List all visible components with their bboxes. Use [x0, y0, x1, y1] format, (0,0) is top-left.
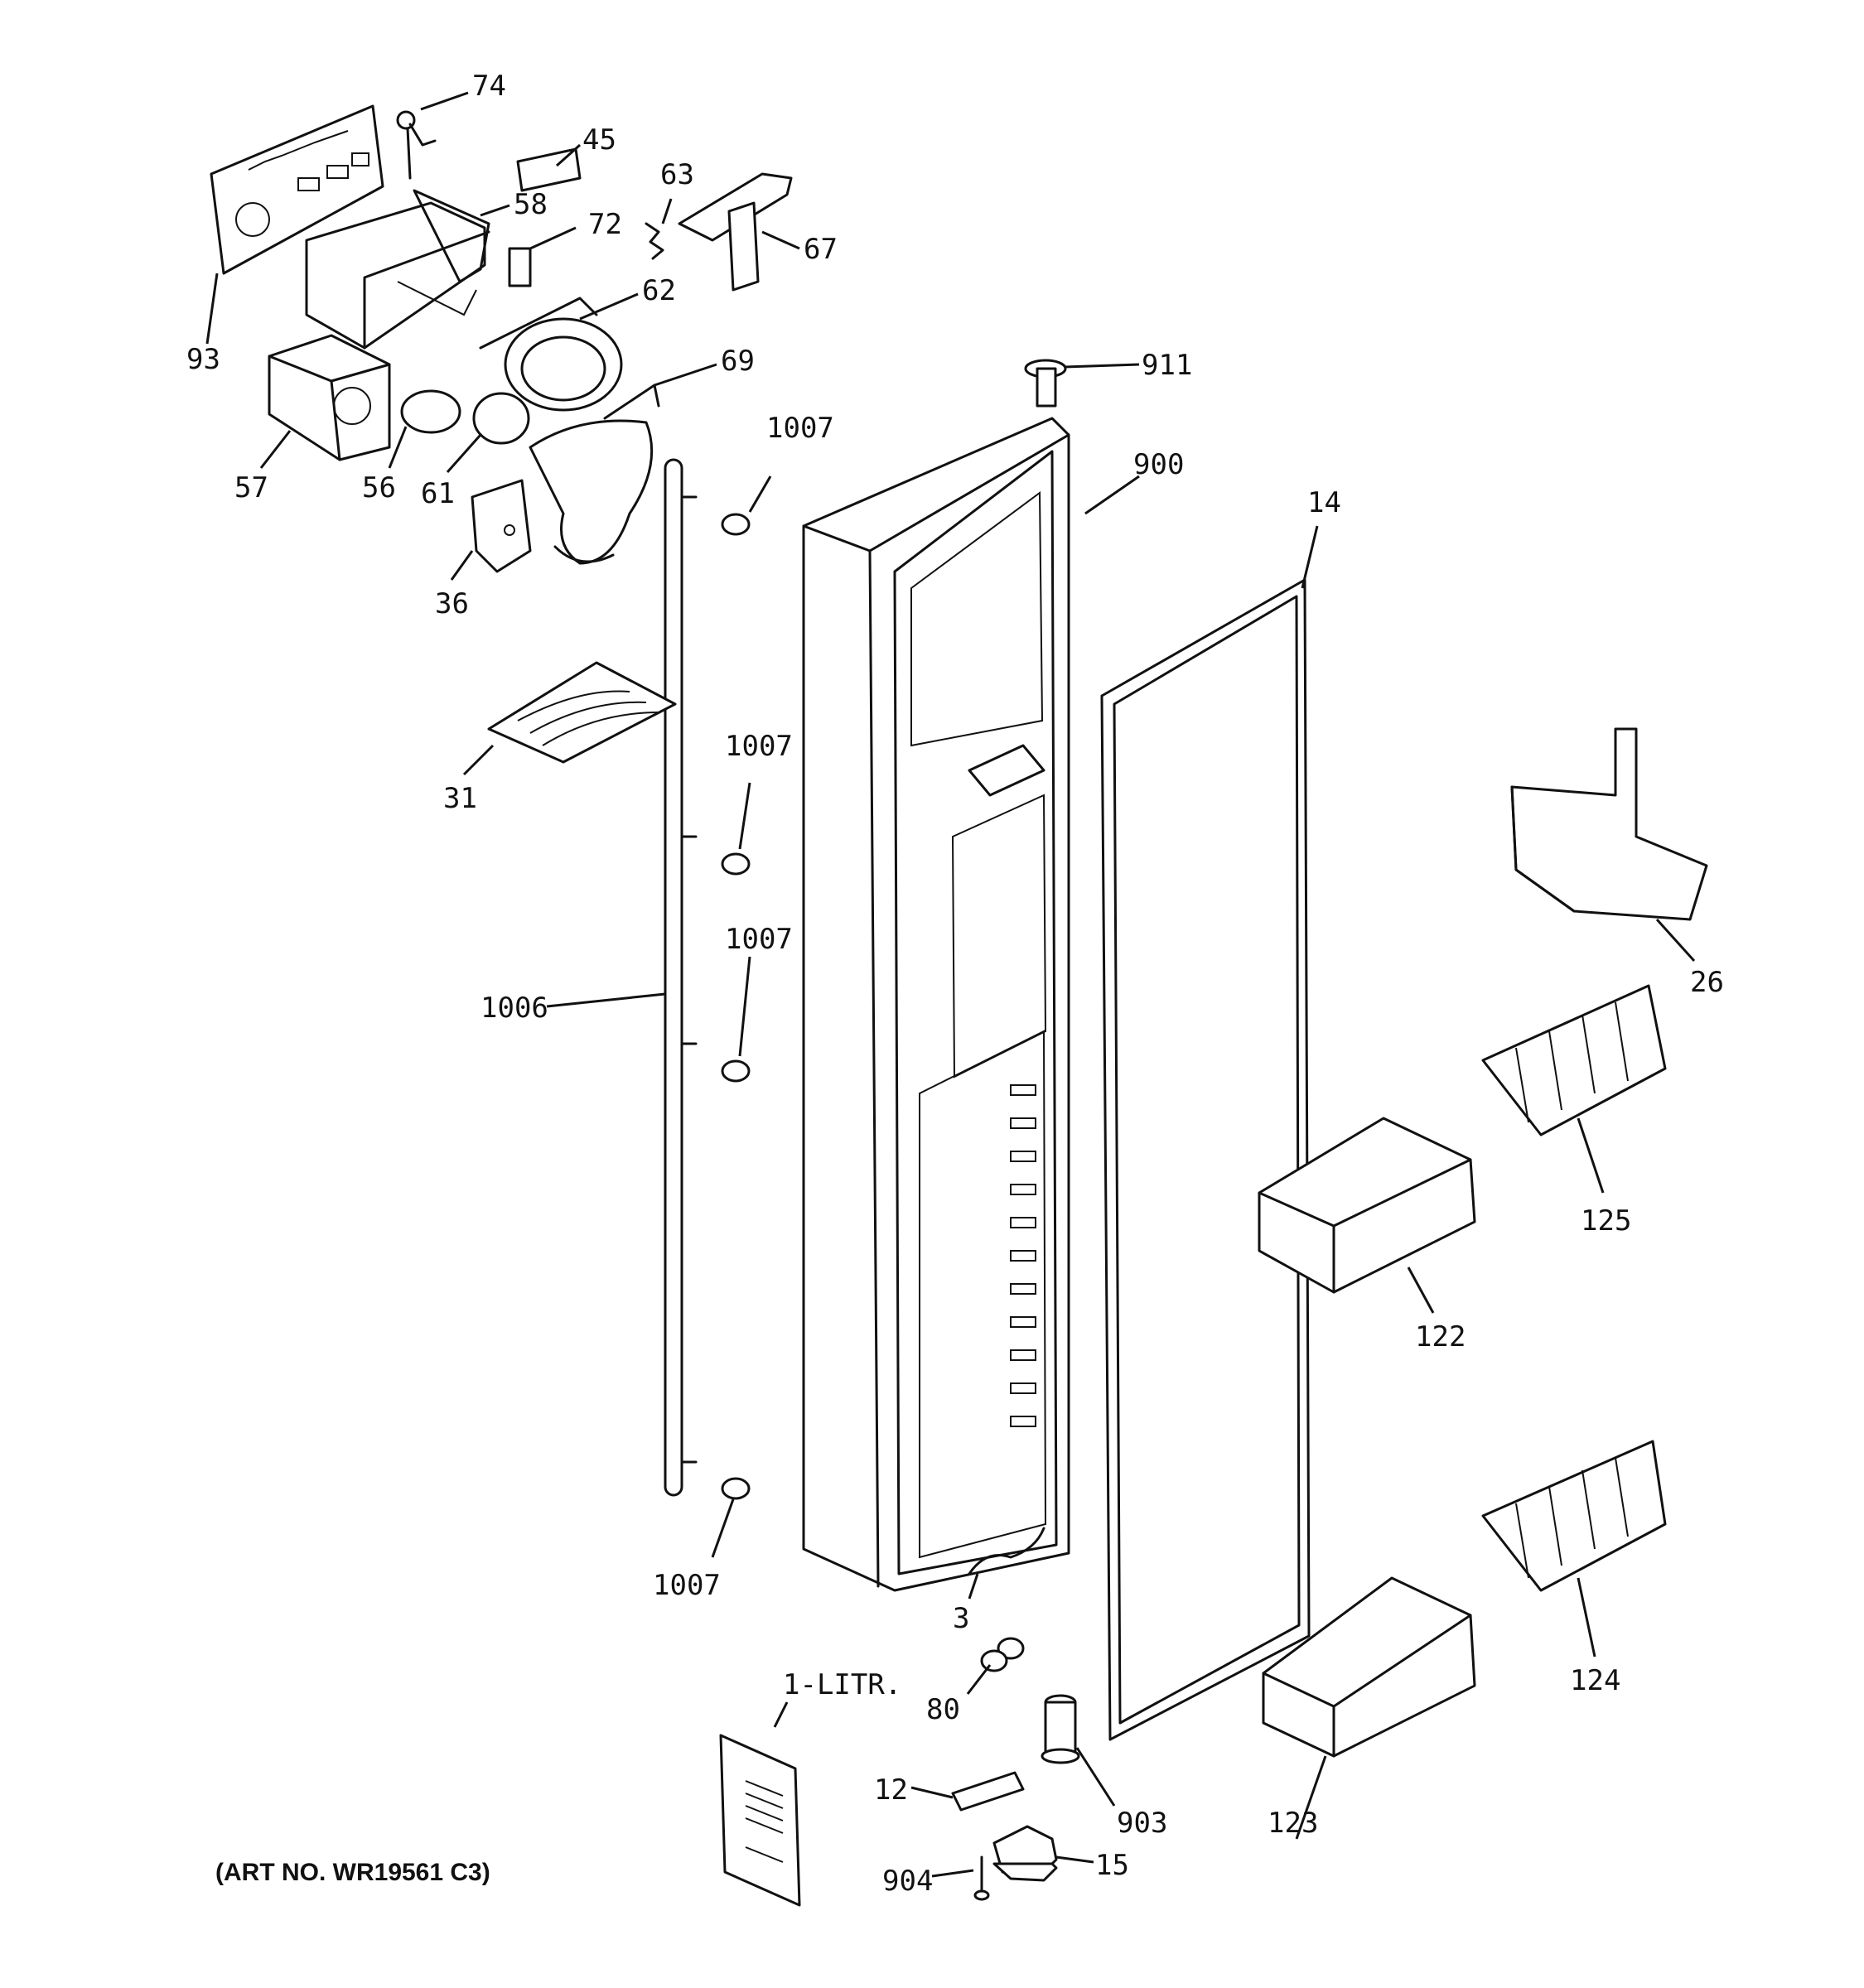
callout-15: 15: [1095, 1849, 1129, 1882]
callout-12: 12: [874, 1773, 908, 1807]
spring-part-63: [645, 222, 664, 260]
door-shelf-clips: [1010, 1084, 1036, 1427]
clip-part-1007-c: [721, 1059, 751, 1083]
callout-1007-d: 1007: [653, 1569, 721, 1602]
leader-lines: [205, 91, 1696, 1878]
switch-part-36: [471, 479, 532, 573]
hinge-part-15: [992, 1825, 1058, 1882]
callout-123: 123: [1268, 1807, 1318, 1840]
callout-80: 80: [926, 1693, 960, 1726]
callout-31: 31: [443, 782, 477, 815]
callout-911: 911: [1142, 349, 1192, 382]
callout-1007-c: 1007: [725, 923, 793, 956]
callout-57: 57: [234, 471, 268, 504]
part-72: [508, 247, 532, 287]
lever-part-67: [678, 172, 793, 292]
callout-1007-b: 1007: [725, 730, 793, 763]
callout-74: 74: [472, 70, 506, 103]
coupler-part-56: [400, 389, 461, 434]
auger-motor-part-57: [268, 334, 391, 461]
callout-93: 93: [186, 343, 220, 376]
coupler-part-61: [472, 392, 530, 445]
callout-900: 900: [1133, 448, 1184, 481]
callout-56: 56: [362, 471, 396, 504]
callout-45: 45: [582, 123, 616, 157]
tube-part-903: [1041, 1694, 1080, 1764]
callout-labels: 74 45 63 58 72 67 62 93 69 911 57 56 61 …: [186, 70, 1724, 1898]
callout-36: 36: [435, 587, 469, 620]
callout-58: 58: [514, 188, 548, 221]
harness-part-3: [968, 1527, 1045, 1575]
callout-1006: 1006: [480, 992, 548, 1025]
handle-rod-part-1006: [664, 458, 698, 1497]
clip-part-1007-a: [721, 513, 751, 536]
screw-part-904: [973, 1855, 990, 1901]
callout-69: 69: [721, 345, 755, 378]
fitting-part-80: [980, 1637, 1025, 1672]
callout-14: 14: [1307, 486, 1341, 519]
callout-63: 63: [660, 158, 694, 191]
literature-part-1-litr: [719, 1734, 801, 1907]
control-panel-part-93: [210, 104, 384, 275]
bracket-part-45: [516, 147, 582, 192]
callout-125: 125: [1581, 1204, 1631, 1238]
callout-61: 61: [421, 477, 455, 510]
cover-part-26: [1510, 727, 1708, 921]
callout-1007-a: 1007: [766, 412, 834, 445]
chute-part-69: [529, 384, 660, 565]
grille-part-31: [487, 661, 677, 764]
door-bin-part-122: [1258, 1117, 1476, 1294]
callout-26: 26: [1690, 966, 1724, 999]
clip-part-1007-b: [721, 852, 751, 876]
bracket-part-12: [951, 1771, 1025, 1812]
bushing-part-911: [1024, 359, 1067, 408]
callout-903: 903: [1117, 1807, 1167, 1840]
callout-904: 904: [882, 1865, 933, 1898]
art-number: (ART NO. WR19561 C3): [215, 1859, 490, 1886]
basket-part-125: [1481, 984, 1667, 1136]
door-bin-part-123: [1262, 1576, 1476, 1758]
callout-124: 124: [1570, 1664, 1620, 1697]
callout-67: 67: [804, 233, 838, 266]
clip-part-1007-d: [721, 1477, 751, 1500]
door-gasket-part-14: [1100, 578, 1311, 1741]
callout-3: 3: [953, 1602, 969, 1635]
ring-part-62: [479, 297, 623, 412]
callout-62: 62: [642, 274, 676, 307]
callout-1-litr: 1-LITR.: [783, 1668, 901, 1701]
spring-part-74: [396, 110, 437, 180]
callout-122: 122: [1415, 1320, 1466, 1353]
callout-72: 72: [588, 208, 622, 241]
dispenser-housing-part-58: [305, 189, 490, 350]
freezer-door-part-900: [802, 417, 1070, 1592]
basket-part-124: [1481, 1440, 1667, 1592]
